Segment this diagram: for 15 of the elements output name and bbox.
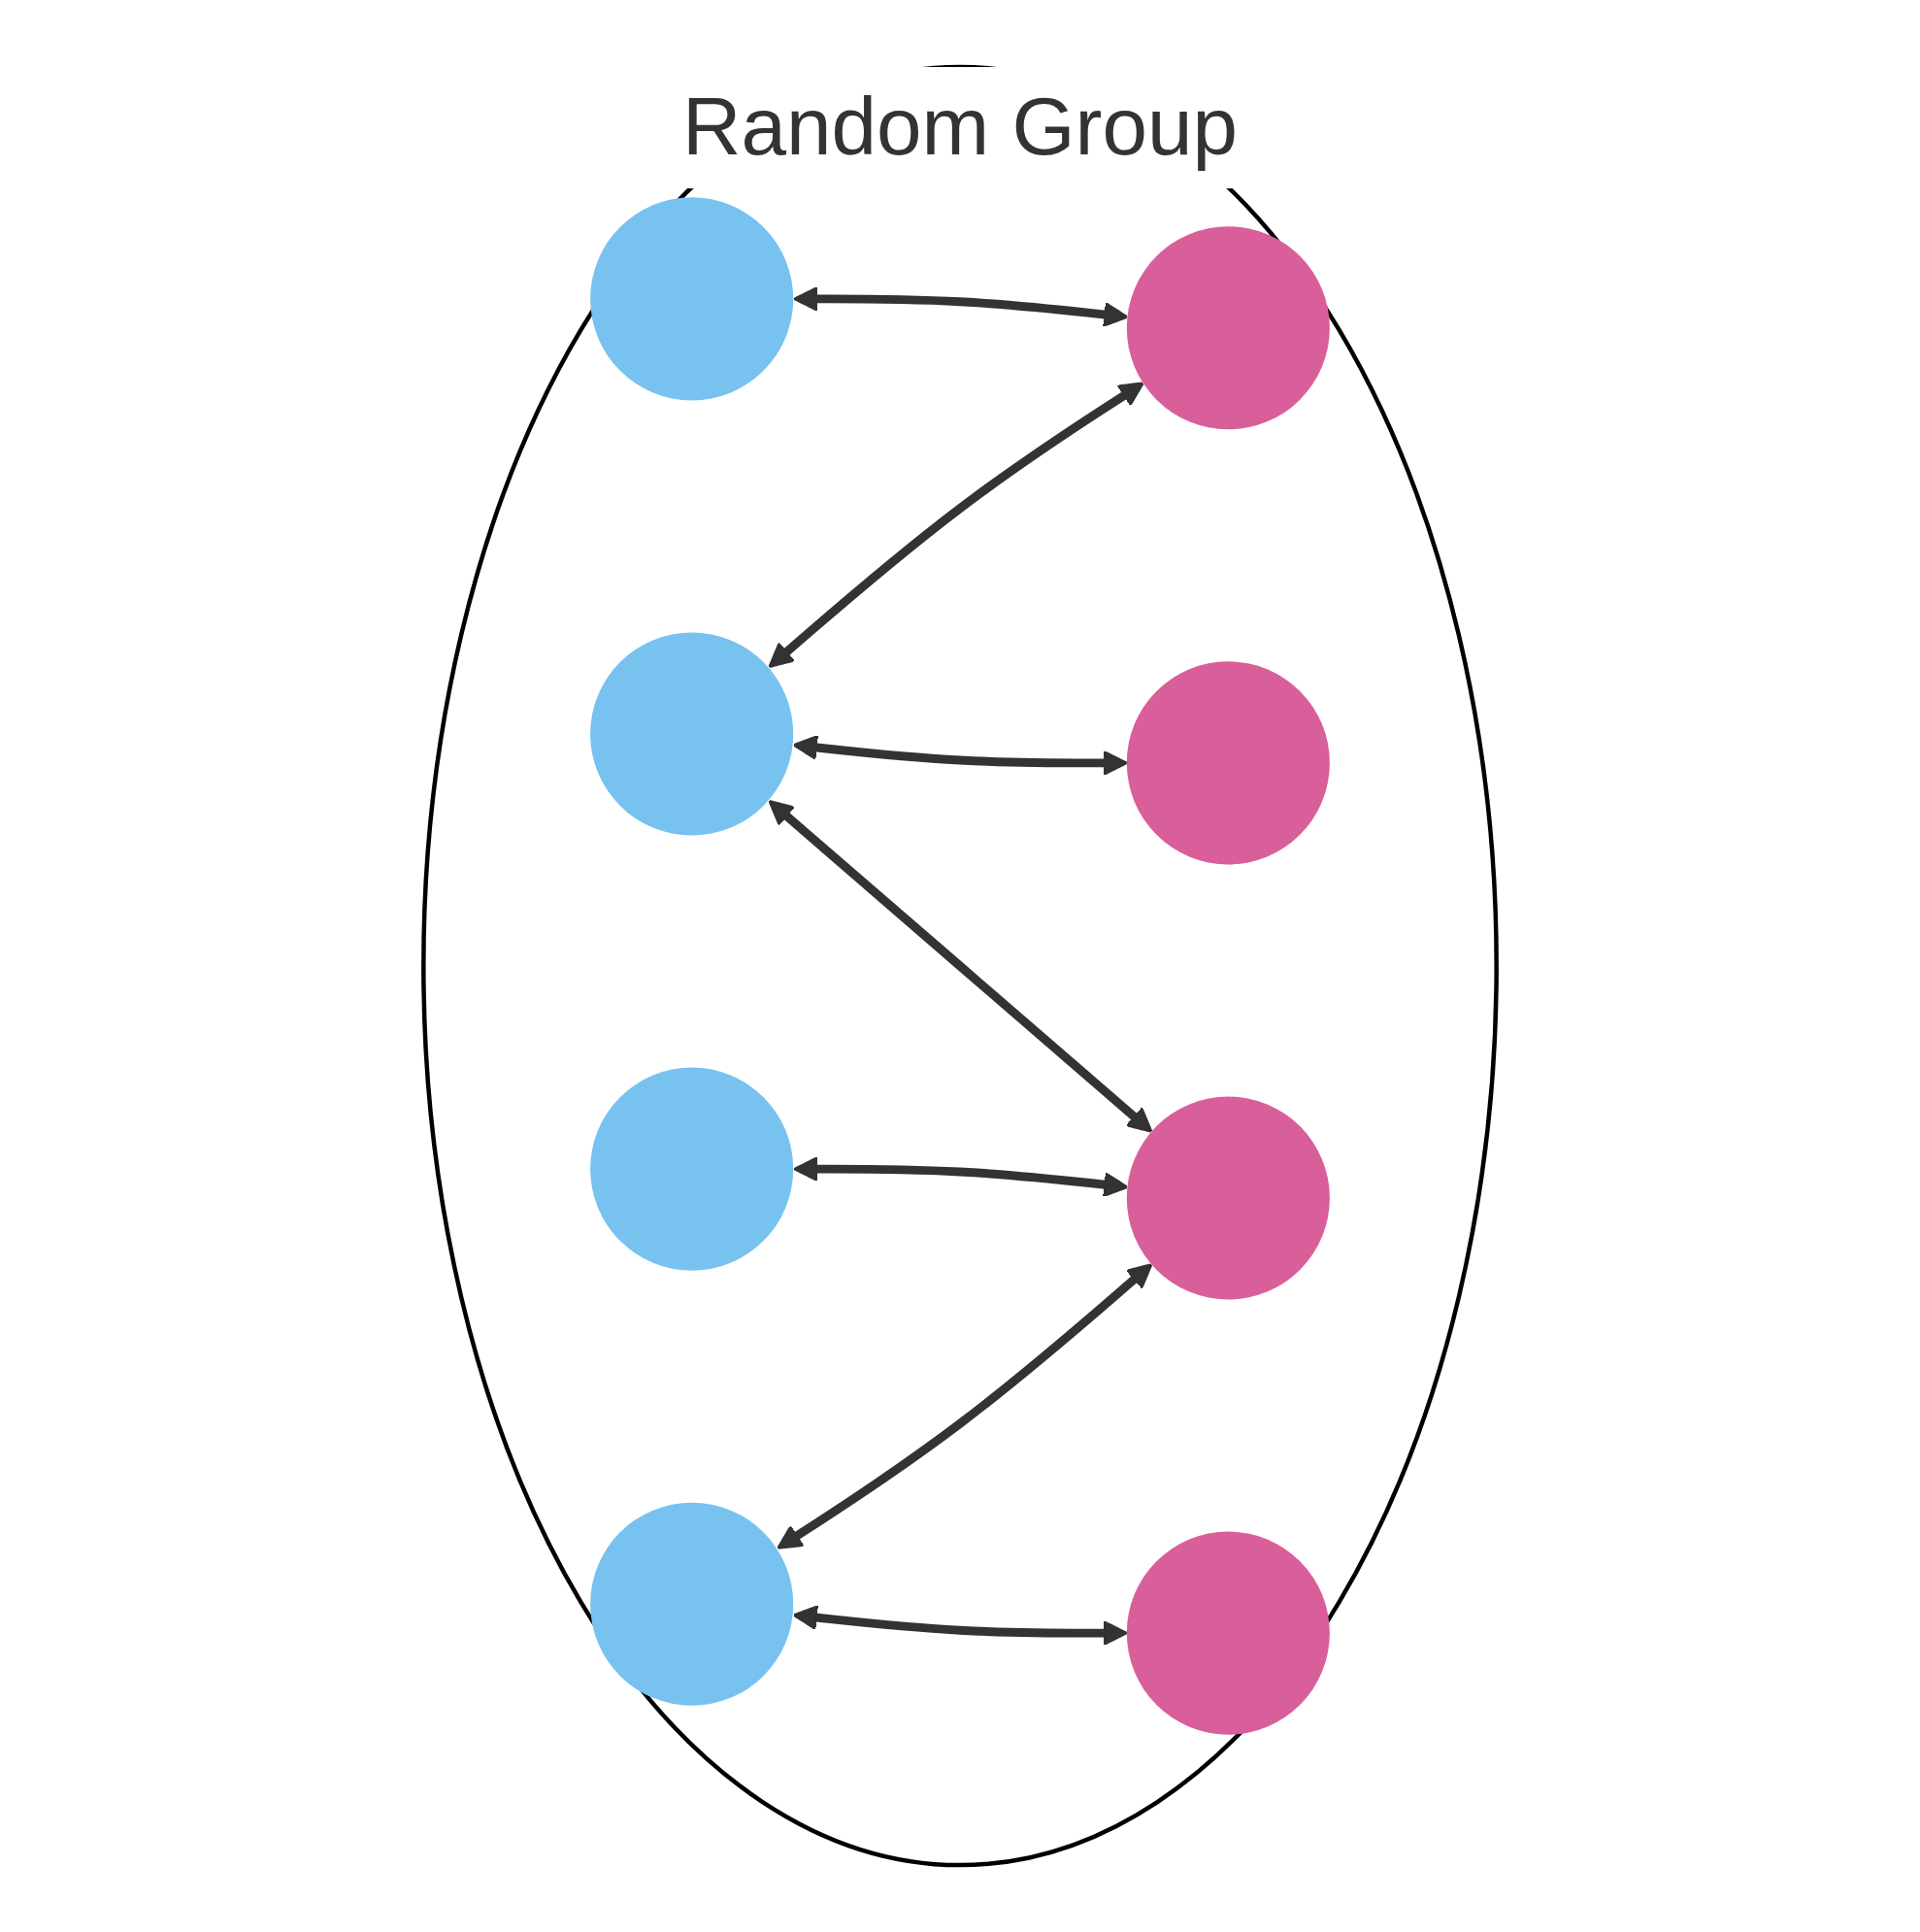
arrow — [777, 1263, 1153, 1549]
arrow — [792, 734, 1128, 777]
arrow — [793, 285, 1129, 328]
node-circle — [590, 1502, 794, 1706]
arrow — [793, 1155, 1129, 1198]
node-circle — [590, 197, 794, 401]
arrow — [792, 1605, 1128, 1647]
node-circle — [590, 632, 794, 836]
arrow — [768, 800, 1153, 1133]
node-circle — [1126, 1531, 1330, 1735]
node-circle — [1126, 226, 1330, 430]
node-circle — [1126, 661, 1330, 865]
node-circle — [590, 1067, 794, 1271]
arrow — [768, 382, 1144, 668]
node-circle — [1126, 1096, 1330, 1300]
